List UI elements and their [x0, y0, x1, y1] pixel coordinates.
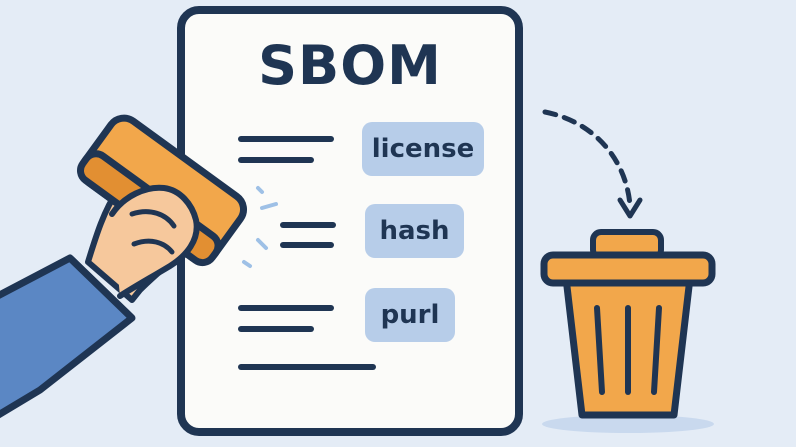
text-line: [238, 157, 314, 163]
trash-can-icon: [540, 229, 716, 433]
document-title: SBOM: [258, 34, 442, 97]
text-line: [238, 364, 376, 370]
erase-sparkles: [242, 186, 278, 268]
field-tag-purl: purl: [365, 288, 455, 342]
dashed-arrow-icon: [542, 109, 633, 208]
field-tag-hash: hash: [365, 204, 464, 258]
text-line: [238, 305, 334, 311]
text-line: [280, 242, 334, 248]
text-line: [280, 222, 336, 228]
text-line: [238, 326, 314, 332]
text-line: [238, 136, 334, 142]
field-tag-license: license: [362, 122, 484, 176]
